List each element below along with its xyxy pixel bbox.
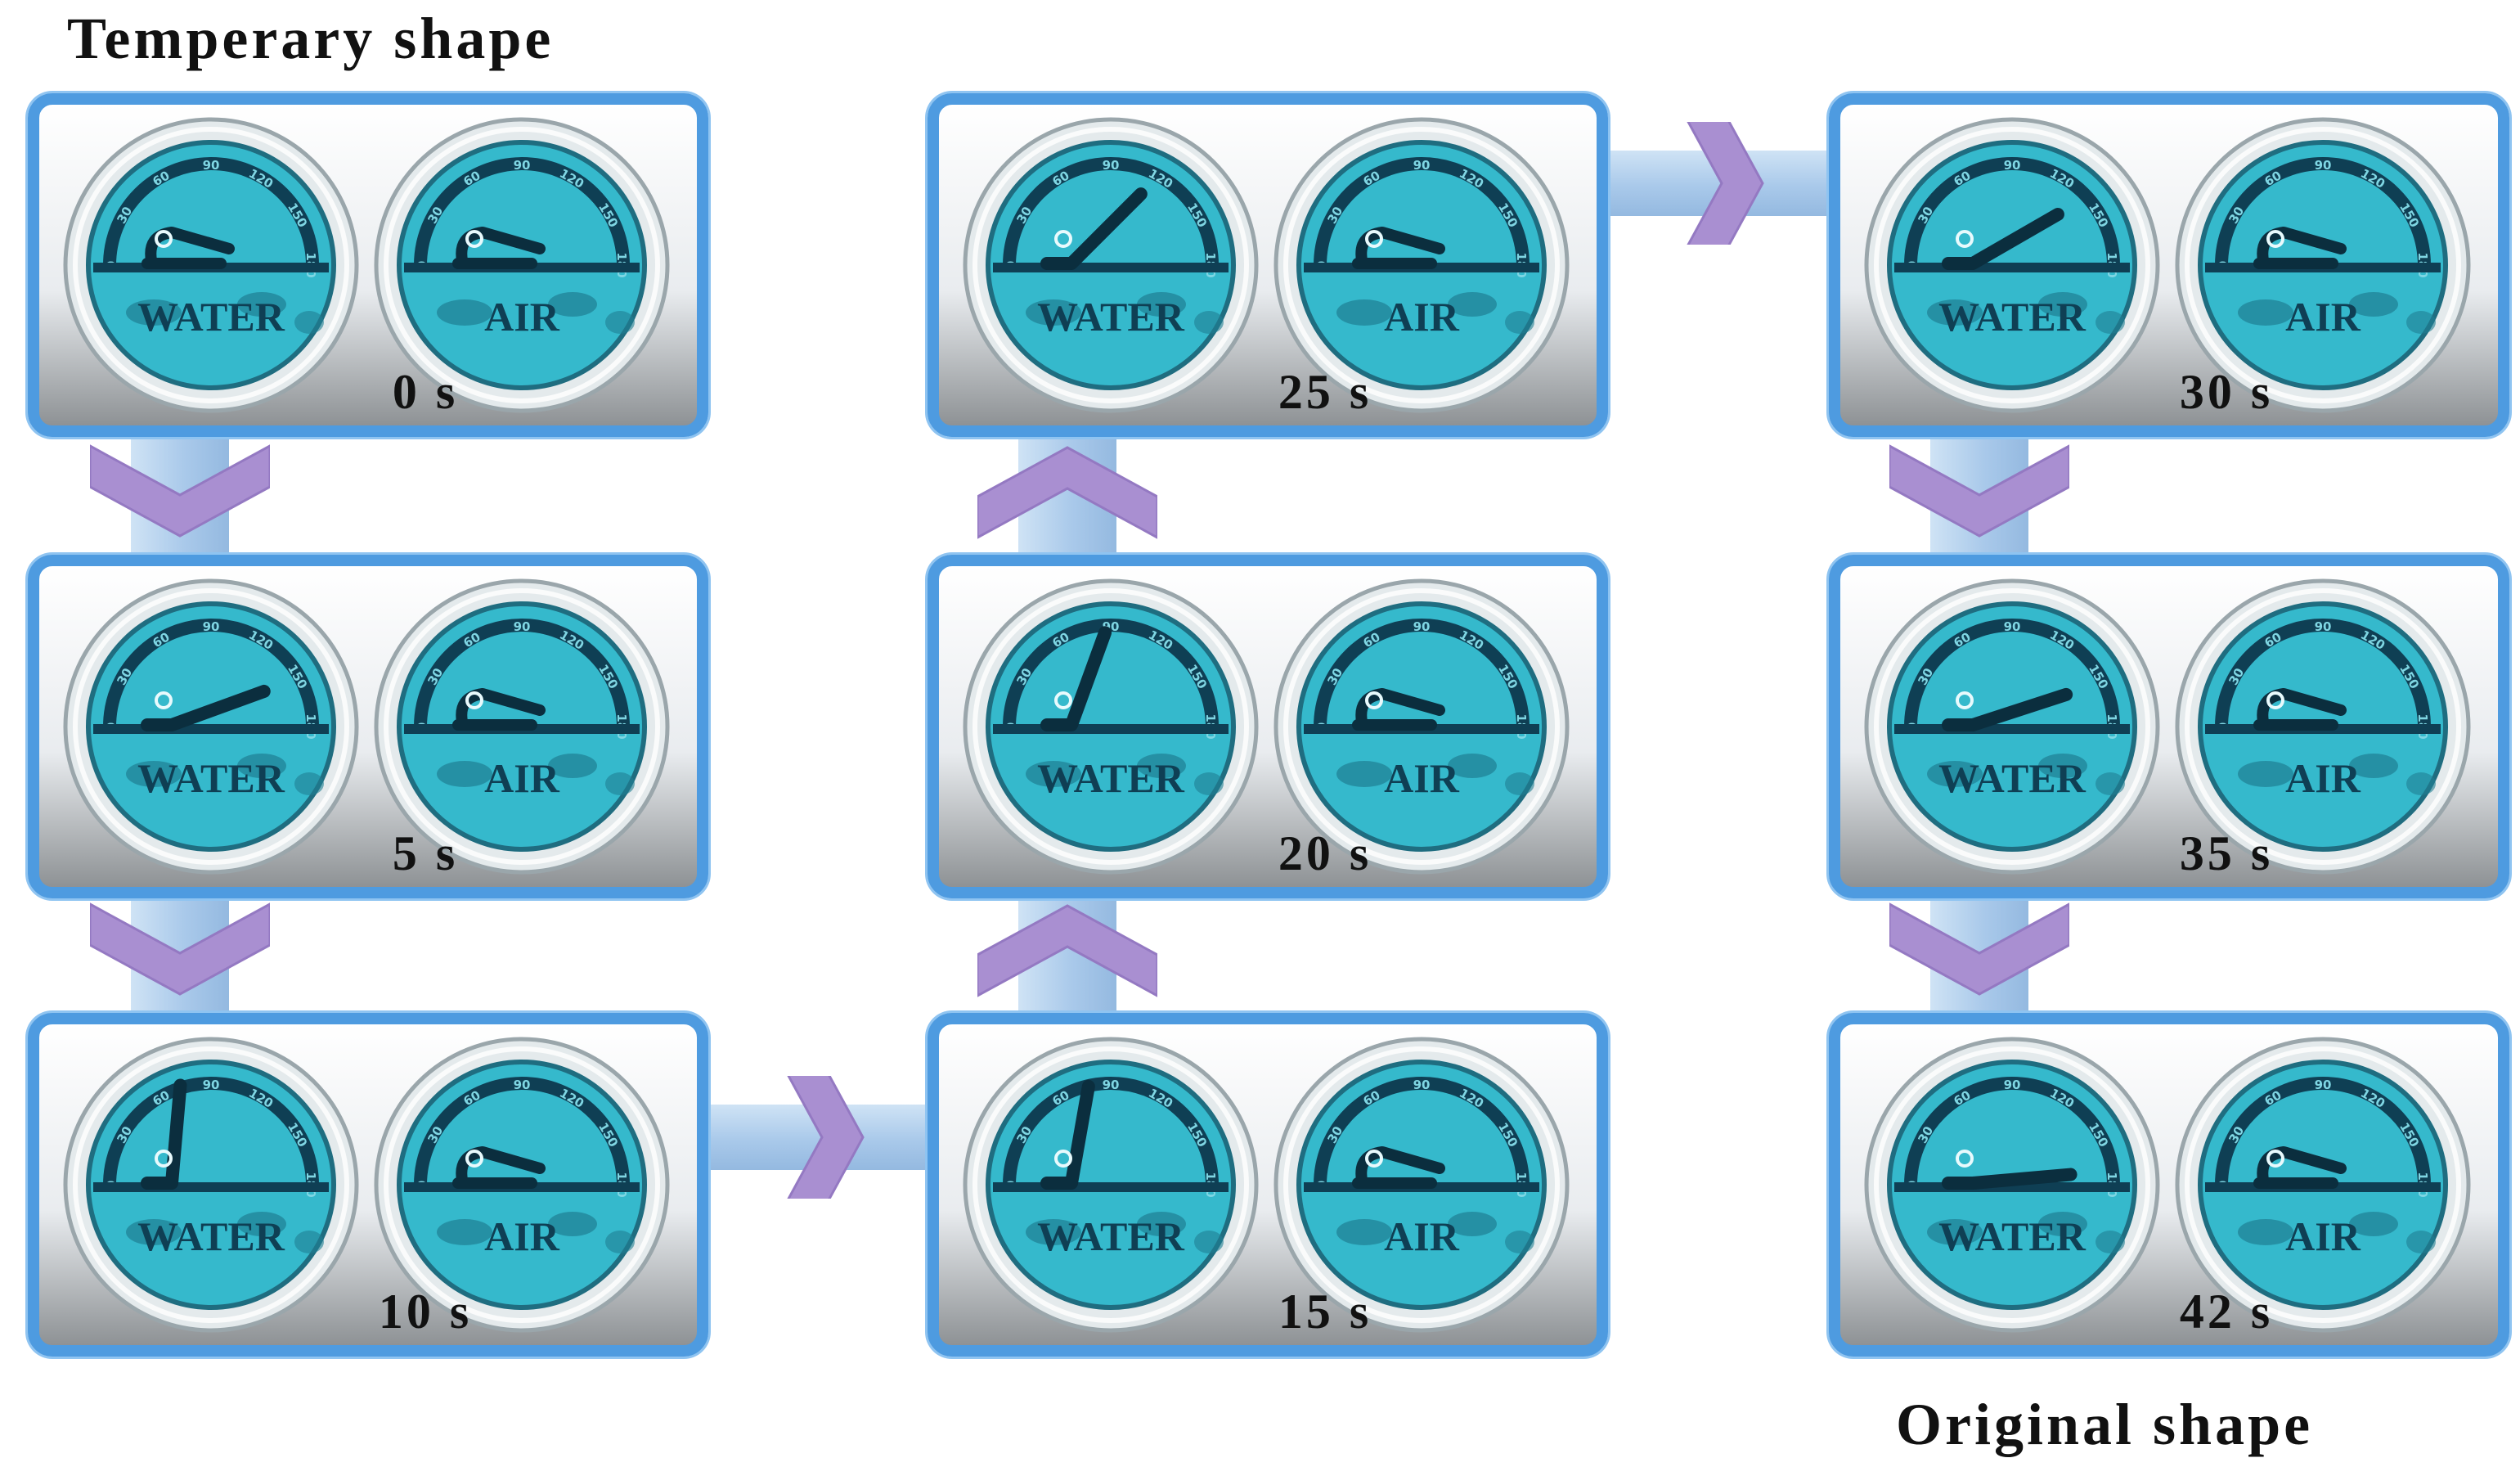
- air-dish: 0306090120150180AIR: [1273, 1037, 1570, 1333]
- water-dish: 0306090120150180WATER: [963, 578, 1259, 875]
- time-label: 20 s: [1278, 826, 1372, 880]
- frame-panel: 0306090120150180WATER0306090120150180AIR…: [28, 1013, 708, 1357]
- air-label: AIR: [2285, 294, 2361, 340]
- air-dish: 0306090120150180AIR: [2175, 117, 2471, 413]
- dial-tick-label: 90: [2315, 158, 2332, 173]
- dial-tick-label: 90: [2315, 1078, 2332, 1092]
- water-label: WATER: [137, 1213, 285, 1259]
- chevron-down-icon: [90, 902, 270, 996]
- dial-tick-label: 90: [1413, 619, 1431, 634]
- original-shape-heading: Original shape: [1896, 1392, 2314, 1457]
- sample-strip: [141, 1078, 187, 1190]
- air-dish: 0306090120150180AIR: [374, 1037, 670, 1333]
- air-label: AIR: [2285, 755, 2361, 801]
- dial-tick-label: 90: [1103, 1078, 1120, 1092]
- water-dish: 0306090120150180WATER: [63, 1037, 359, 1333]
- dial-tick-label: 90: [203, 158, 220, 173]
- water-dish: 0306090120150180WATER: [1864, 578, 2160, 875]
- air-label: AIR: [484, 294, 560, 340]
- time-label: 0 s: [392, 365, 459, 419]
- chevron-up-icon: [977, 904, 1157, 997]
- chevron-right-icon: [770, 1076, 865, 1199]
- dial-tick-label: 90: [2004, 1078, 2021, 1092]
- dial-tick-label: 90: [514, 619, 531, 634]
- sample-strip: [1942, 1168, 2078, 1190]
- dial-tick-label: 90: [2315, 619, 2332, 634]
- air-dish: 0306090120150180AIR: [374, 578, 670, 875]
- dial-tick-label: 90: [2004, 619, 2021, 634]
- water-label: WATER: [1938, 1213, 2087, 1259]
- air-label: AIR: [1384, 1213, 1460, 1259]
- frame-panel: 0306090120150180WATER0306090120150180AIR…: [928, 555, 1608, 898]
- time-label: 5 s: [392, 826, 459, 880]
- dial-tick-label: 90: [1413, 158, 1431, 173]
- frame-panel: 0306090120150180WATER0306090120150180AIR…: [928, 93, 1608, 437]
- dial-tick-label: 90: [203, 619, 220, 634]
- time-label: 10 s: [378, 1285, 473, 1339]
- time-label: 35 s: [2179, 826, 2274, 880]
- time-label: 15 s: [1278, 1285, 1372, 1339]
- time-label: 30 s: [2179, 365, 2274, 419]
- sample-strip: [1040, 187, 1148, 270]
- water-dish: 0306090120150180WATER: [63, 578, 359, 875]
- frame-panel: 0306090120150180WATER0306090120150180AIR…: [1829, 1013, 2509, 1357]
- sample-strip: [1040, 1079, 1095, 1190]
- water-label: WATER: [1938, 755, 2087, 801]
- water-label: WATER: [1037, 1213, 1185, 1259]
- air-label: AIR: [1384, 755, 1460, 801]
- frame-panel: 0306090120150180WATER0306090120150180AIR…: [1829, 555, 2509, 898]
- water-label: WATER: [1037, 755, 1185, 801]
- water-dish: 0306090120150180WATER: [963, 1037, 1259, 1333]
- frame-panel: 0306090120150180WATER0306090120150180AIR…: [1829, 93, 2509, 437]
- air-label: AIR: [484, 755, 560, 801]
- dial-tick-label: 90: [203, 1078, 220, 1092]
- air-dish: 0306090120150180AIR: [374, 117, 670, 413]
- sample-strip: [141, 684, 271, 731]
- dial-tick-label: 90: [1413, 1078, 1431, 1092]
- temporary-shape-heading: Temperary shape: [67, 6, 555, 71]
- water-dish: 0306090120150180WATER: [63, 117, 359, 413]
- water-label: WATER: [137, 755, 285, 801]
- chevron-down-icon: [90, 444, 270, 538]
- chevron-up-icon: [977, 446, 1157, 539]
- frame-panel: 0306090120150180WATER0306090120150180AIR…: [28, 93, 708, 437]
- water-dish: 0306090120150180WATER: [1864, 117, 2160, 413]
- air-dish: 0306090120150180AIR: [1273, 578, 1570, 875]
- water-label: WATER: [137, 294, 285, 340]
- air-dish: 0306090120150180AIR: [1273, 117, 1570, 413]
- water-label: WATER: [1938, 294, 2087, 340]
- air-dish: 0306090120150180AIR: [2175, 1037, 2471, 1333]
- frame-panel: 0306090120150180WATER0306090120150180AIR…: [928, 1013, 1608, 1357]
- dial-tick-label: 90: [514, 158, 531, 173]
- dial-tick-label: 90: [1103, 158, 1120, 173]
- time-label: 25 s: [1278, 365, 1372, 419]
- sample-strip: [1040, 626, 1112, 731]
- water-dish: 0306090120150180WATER: [1864, 1037, 2160, 1333]
- chevron-down-icon: [1889, 444, 2069, 538]
- time-label: 42 s: [2179, 1285, 2274, 1339]
- sample-strip: [1942, 208, 2064, 270]
- dial-tick-label: 90: [514, 1078, 531, 1092]
- frame-panel: 0306090120150180WATER0306090120150180AIR…: [28, 555, 708, 898]
- water-label: WATER: [1037, 294, 1185, 340]
- chevron-down-icon: [1889, 902, 2069, 996]
- chevron-right-icon: [1670, 122, 1764, 245]
- air-label: AIR: [2285, 1213, 2361, 1259]
- air-label: AIR: [484, 1213, 560, 1259]
- air-label: AIR: [1384, 294, 1460, 340]
- dial-tick-label: 90: [2004, 158, 2021, 173]
- water-dish: 0306090120150180WATER: [963, 117, 1259, 413]
- air-dish: 0306090120150180AIR: [2175, 578, 2471, 875]
- sample-strip: [1942, 687, 2073, 731]
